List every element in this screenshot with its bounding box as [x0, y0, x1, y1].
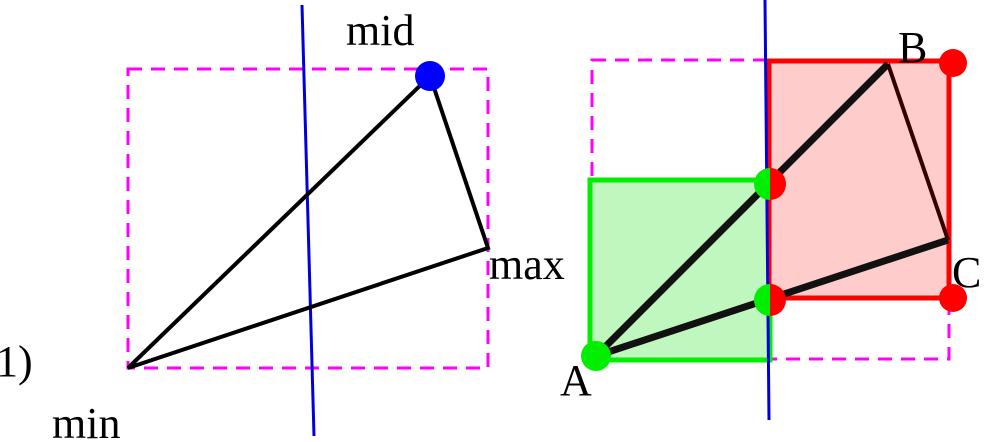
vertex-label-a: A	[560, 356, 592, 405]
vertex-label-mid: mid	[346, 6, 414, 55]
right-split-line	[763, 0, 771, 421]
left-split-line	[300, 4, 316, 437]
vertex-label-max: max	[489, 240, 565, 289]
left-bounding-box	[126, 67, 490, 370]
vertex-label-b: B	[898, 23, 927, 72]
left-panel: mid max min 1)	[0, 4, 565, 442]
intersection-upper	[754, 168, 786, 200]
intersection-lower	[754, 284, 786, 316]
edge-b-c	[886, 63, 950, 241]
edge-a-b	[593, 61, 891, 359]
vertex-point-a	[581, 341, 611, 371]
vertex-label-c: C	[952, 248, 981, 297]
right-panel: B C A	[560, 0, 981, 421]
vertex-point-b	[939, 49, 967, 77]
vertex-label-min: min	[52, 399, 120, 442]
figure-label: 1)	[0, 337, 33, 386]
vertex-point-c	[939, 284, 967, 312]
left-triangle	[126, 72, 491, 370]
mid-vertex-point	[415, 61, 445, 91]
